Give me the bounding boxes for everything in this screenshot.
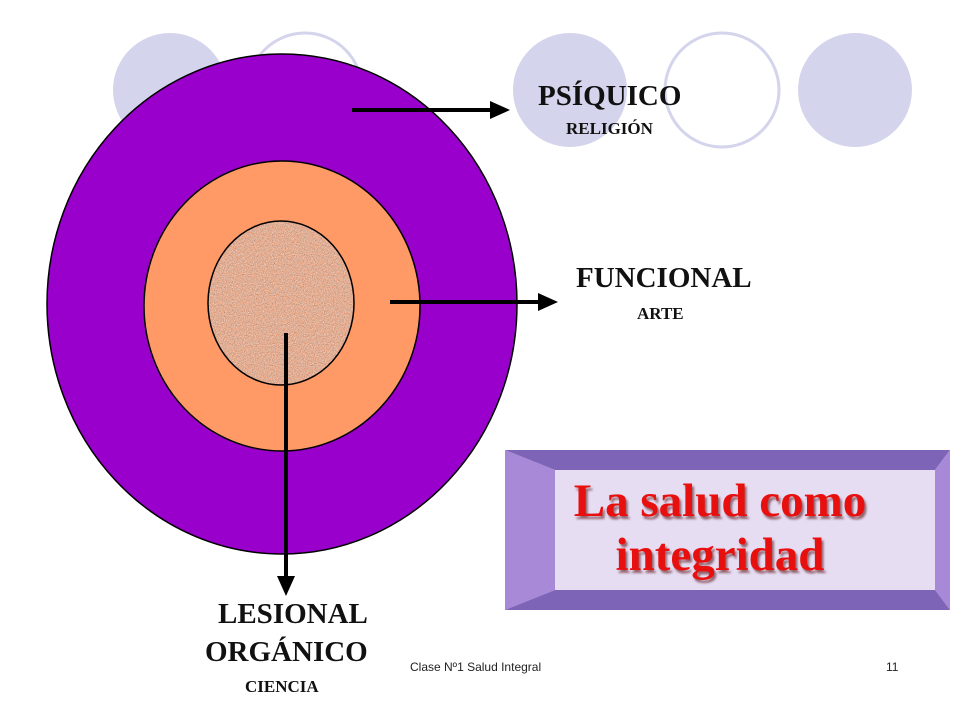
title-box-right [935, 450, 950, 610]
decor-circle [798, 33, 912, 147]
label-ciencia: CIENCIA [245, 677, 319, 696]
inner-core-lesional [207, 220, 355, 386]
label-lesional: LESIONAL [218, 598, 368, 630]
page-number: 11 [886, 660, 899, 674]
label-funcional: FUNCIONAL [576, 262, 752, 294]
decor-circle [663, 31, 781, 149]
arrow-psiquico [352, 101, 510, 119]
label-arte: ARTE [637, 304, 684, 323]
decor-circle [513, 33, 627, 147]
title-box-bottom [505, 590, 950, 610]
title-box-left [505, 450, 555, 610]
arrow-lesional [277, 333, 295, 596]
arrow-funcional [390, 293, 558, 311]
diagram-title: La salud como integridad [573, 475, 867, 581]
label-organico: ORGÁNICO [205, 636, 368, 668]
title-box [505, 450, 950, 610]
footer-text: Clase Nº1 Salud Integral [410, 660, 542, 674]
label-religion: RELIGIÓN [566, 119, 653, 138]
title-box-top [505, 450, 950, 470]
label-psiquico: PSÍQUICO [538, 80, 682, 112]
